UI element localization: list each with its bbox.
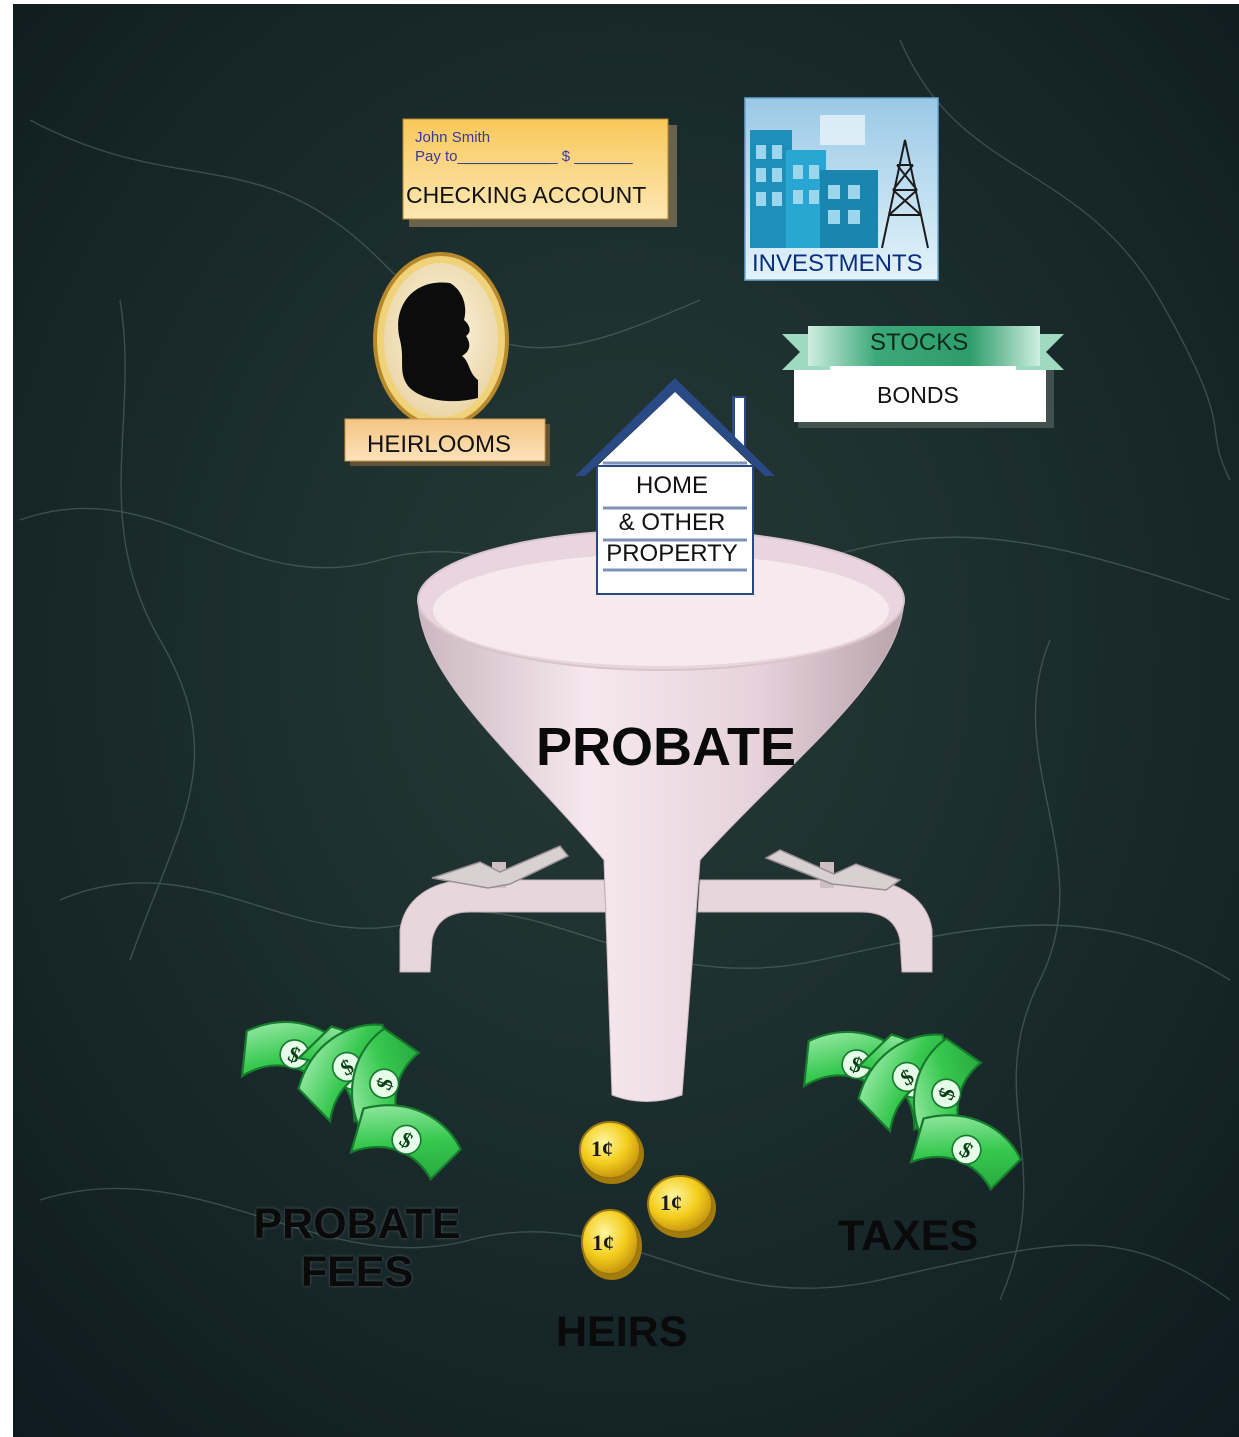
home-label-line1: HOME [636,472,708,499]
home-label-line3: PROPERTY [606,540,738,567]
bonds-label: BONDS [877,382,959,408]
probate-fees-line2: FEES [300,1248,414,1296]
home-label-line2: & OTHER [618,509,726,536]
right-spigot [697,849,933,973]
cameo-silhouette-icon [398,282,478,402]
stocks-label: STOCKS [870,329,969,356]
heirs-coins-icon [579,1121,716,1280]
investments-label: INVESTMENTS [752,250,923,277]
stocks-bonds-certificate [782,326,1064,428]
probate-fees-label: PROBATE FEES [232,1200,482,1296]
taxes-label: TAXES [838,1212,979,1260]
checking-account-label: CHECKING ACCOUNT [406,182,647,208]
probate-funnel [399,529,933,1102]
funnel-probate-label: PROBATE [536,717,797,777]
heirlooms-cameo [344,252,550,466]
left-spigot [399,845,607,973]
coin-label-1: 1¢ [591,1136,613,1161]
investments-building-icon [744,97,939,281]
checking-account-check [402,118,677,227]
coin-label-2: 1¢ [660,1190,682,1215]
check-payer-name: John Smith [415,129,491,146]
heirlooms-label: HEIRLOOMS [367,431,512,458]
heirs-label: HEIRS [556,1308,688,1356]
home-property-house [575,378,775,595]
probate-fees-line1: PROBATE [253,1200,461,1248]
coin-label-3: 1¢ [592,1230,614,1255]
oil-derrick-icon [881,139,929,249]
check-pay-to-line: Pay to____________ $ _______ [415,148,633,165]
